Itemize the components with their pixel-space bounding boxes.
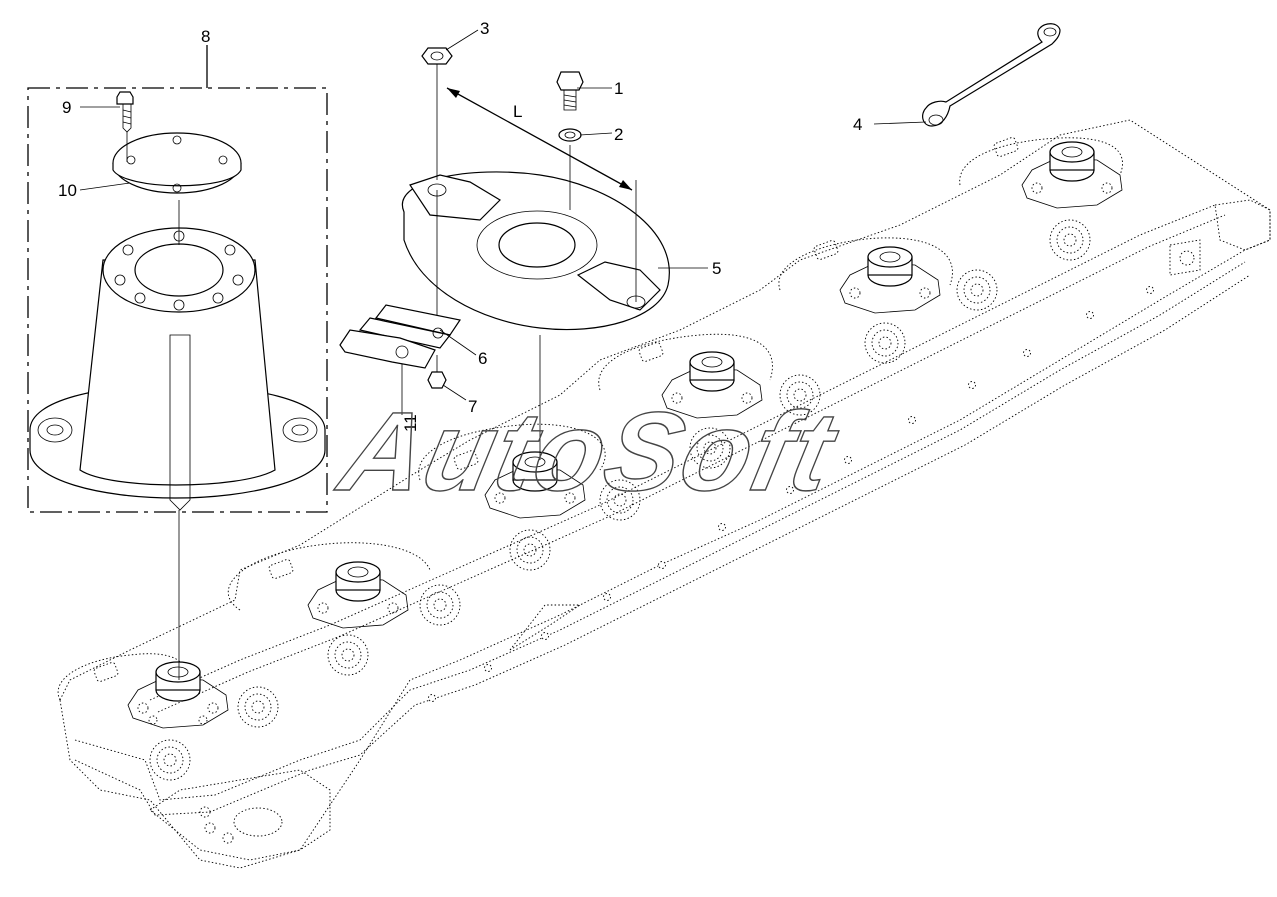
callout-11: 11 (401, 414, 420, 432)
callout-5: 5 (712, 259, 721, 278)
callout-7: 7 (468, 397, 477, 416)
callout-6: 6 (478, 349, 487, 368)
callout-8: 8 (201, 27, 210, 46)
callout-1: 1 (614, 79, 623, 98)
watermark: AutoSoft (328, 388, 849, 514)
callout-2: 2 (614, 125, 623, 144)
drum-assembly (27, 45, 328, 680)
callout-9: 9 (62, 98, 71, 117)
cutter-bar (57, 119, 1271, 869)
dimension-l (446, 87, 633, 191)
callout-labels: 1 2 3 4 5 6 7 8 9 10 11 L (58, 19, 862, 432)
fasteners (421, 47, 584, 180)
blade-parts (339, 304, 461, 389)
wrench-tool (922, 23, 1061, 127)
leader-lines (79, 29, 927, 415)
hub-units (127, 141, 1123, 729)
cutting-disc (401, 145, 670, 460)
callout-3: 3 (480, 19, 489, 38)
dimension-label: L (513, 102, 522, 121)
callout-10: 10 (58, 181, 77, 200)
callout-4: 4 (853, 115, 862, 134)
